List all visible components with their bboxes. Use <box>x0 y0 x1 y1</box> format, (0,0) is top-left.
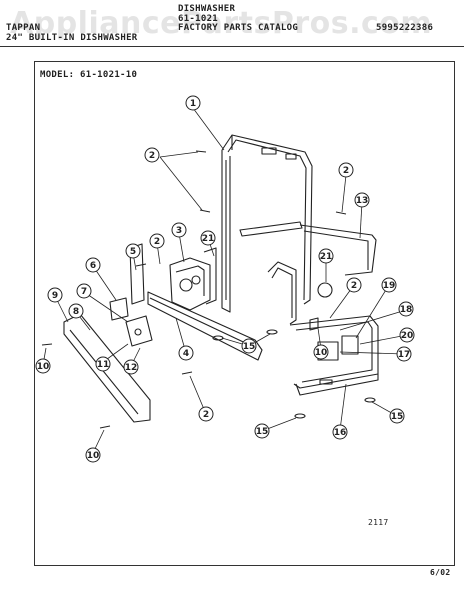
callout-15c: 15 <box>389 408 405 424</box>
callout-2d: 2 <box>346 277 362 293</box>
svg-text:17: 17 <box>398 350 411 360</box>
callout-13: 13 <box>354 192 370 208</box>
svg-text:5: 5 <box>130 247 136 257</box>
svg-text:6: 6 <box>90 261 96 271</box>
svg-text:2: 2 <box>343 166 349 176</box>
svg-text:11: 11 <box>97 360 110 370</box>
callout-15a: 15 <box>241 338 257 354</box>
callout-4: 4 <box>178 345 194 361</box>
callout-7: 7 <box>76 283 92 299</box>
svg-text:7: 7 <box>81 287 87 297</box>
callout-labels: 1 2 2 2 2 2 2 3 4 5 6 7 8 9 10 10 11 12 … <box>35 95 415 463</box>
callout-21b: 21 <box>318 248 334 264</box>
svg-text:1: 1 <box>190 99 196 109</box>
header-catalog-title: FACTORY PARTS CATALOG <box>178 23 299 33</box>
svg-text:13: 13 <box>356 196 369 206</box>
watermark-text: AppliancePartsPros.com <box>10 6 433 41</box>
callout-10c: 10 <box>313 344 329 360</box>
header-appliance: DISHWASHER <box>178 4 236 14</box>
svg-text:10: 10 <box>37 362 50 372</box>
callout-10a: 10 <box>35 358 51 374</box>
svg-text:4: 4 <box>183 349 189 359</box>
callout-2b: 2 <box>338 162 354 178</box>
callout-6: 6 <box>85 257 101 273</box>
screw-part <box>41 150 347 429</box>
svg-text:15: 15 <box>243 342 256 352</box>
bracket-part <box>109 243 153 347</box>
callout-2e: 2 <box>198 406 214 422</box>
callout-2c: 2 <box>149 233 165 249</box>
front-rail-part <box>147 291 263 361</box>
callout-2a: 2 <box>144 147 160 163</box>
callout-8: 8 <box>68 303 84 319</box>
svg-text:21: 21 <box>202 234 215 244</box>
callout-1: 1 <box>185 95 201 111</box>
callout-21a: 21 <box>200 230 216 246</box>
svg-text:12: 12 <box>125 363 138 373</box>
callout-9: 9 <box>47 287 63 303</box>
svg-text:8: 8 <box>73 307 79 317</box>
callout-19: 19 <box>381 277 397 293</box>
header-brand: TAPPAN <box>6 23 41 33</box>
svg-text:16: 16 <box>334 428 347 438</box>
model-label: MODEL: 61-1021-10 <box>40 70 138 80</box>
date-code: 6/02 <box>430 568 451 577</box>
svg-text:2: 2 <box>154 237 160 247</box>
svg-text:21: 21 <box>320 252 333 262</box>
svg-text:18: 18 <box>400 305 413 315</box>
diagram-frame <box>34 61 455 566</box>
svg-text:20: 20 <box>401 331 414 341</box>
svg-text:19: 19 <box>383 281 396 291</box>
header-product-line: 24" BUILT-IN DISHWASHER <box>6 33 138 43</box>
svg-text:2: 2 <box>351 281 357 291</box>
figure-number: 2117 <box>368 518 389 527</box>
tub-frame-part <box>221 134 313 313</box>
svg-text:15: 15 <box>256 427 269 437</box>
callout-3: 3 <box>171 222 187 238</box>
svg-text:2: 2 <box>203 410 209 420</box>
callout-18: 18 <box>398 301 414 317</box>
callout-17: 17 <box>396 346 412 362</box>
header-catalog-number: 5995222386 <box>376 23 434 33</box>
svg-text:9: 9 <box>52 291 58 301</box>
svg-text:15: 15 <box>391 412 404 422</box>
svg-text:3: 3 <box>176 226 182 236</box>
svg-text:10: 10 <box>315 348 328 358</box>
callout-5: 5 <box>125 243 141 259</box>
callout-10b: 10 <box>85 447 101 463</box>
callout-20: 20 <box>399 327 415 343</box>
callout-15b: 15 <box>254 423 270 439</box>
callout-16: 16 <box>332 424 348 440</box>
pump-assembly-part <box>169 247 217 311</box>
header-rule <box>0 46 464 47</box>
svg-text:2: 2 <box>149 151 155 161</box>
header-model-code: 61-1021 <box>178 14 219 24</box>
leveling-foot-part <box>212 329 376 419</box>
callout-12: 12 <box>123 359 139 375</box>
svg-text:10: 10 <box>87 451 100 461</box>
base-frame-part <box>267 261 379 396</box>
side-rail-part <box>299 224 377 276</box>
callout-11: 11 <box>95 356 111 372</box>
